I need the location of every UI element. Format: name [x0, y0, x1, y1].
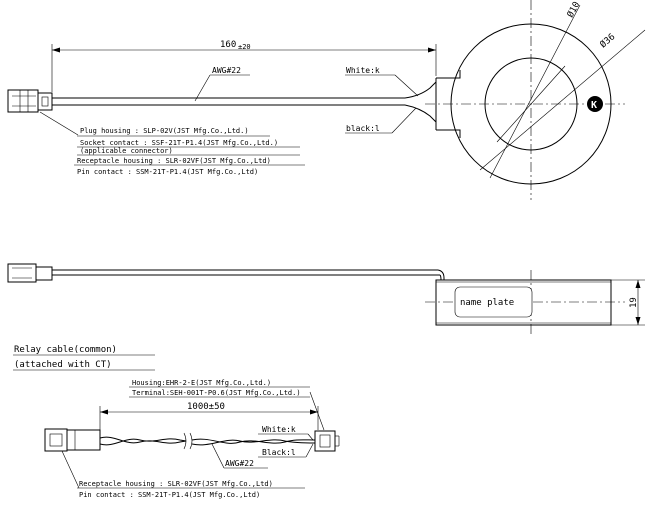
relay-title-line1: Relay cable(common): [14, 345, 117, 355]
applicable-connector-note: (applicable connector): [80, 147, 173, 155]
relay-left-connector: [44, 428, 101, 452]
top-cable: [52, 81, 437, 123]
plug-housing-note: Plug housing : SLP-02V(JST Mfg.Co.,Ltd.): [80, 127, 249, 135]
relay-black-label: Black:l: [262, 448, 296, 457]
ct-side-body: name plate: [425, 270, 625, 336]
relay-white-label: White:k: [262, 425, 296, 434]
side-connector: [7, 263, 53, 283]
relay-cable: Relay cable(common) (attached with CT) H…: [13, 345, 340, 499]
relay-right-connector: [314, 430, 340, 452]
relay-receptacle-note: Receptacle housing : SLR-02VF(JST Mfg.Co…: [79, 480, 273, 488]
relay-terminal-note: Terminal:SEH-001T-P0.6(JST Mfg.Co.,Ltd.): [132, 389, 301, 397]
k-mark: K: [591, 100, 597, 111]
top-black-label: black:l: [346, 124, 380, 133]
relay-awg-label: AWG#22: [225, 459, 254, 468]
relay-length-label: 1000±50: [187, 402, 225, 412]
relay-pin-note: Pin contact : SSM-21T-P1.4(JST Mfg.Co.,L…: [79, 491, 260, 499]
side-view: name plate 19: [7, 263, 645, 336]
diameter-dims: Ø10 Ø36: [479, 0, 646, 179]
ct-ring: K: [425, 0, 625, 200]
top-notes: Plug housing : SLP-02V(JST Mfg.Co.,Ltd.)…: [39, 111, 305, 176]
top-awg-label: AWG#22: [212, 66, 241, 75]
top-white-label: White:k: [346, 66, 380, 75]
length-dim-label: 160: [220, 40, 236, 50]
relay-title-line2: (attached with CT): [14, 360, 112, 370]
top-connector: [7, 89, 53, 113]
wire-color-labels: White:k black:l: [345, 66, 419, 134]
top-awg: AWG#22: [194, 66, 250, 102]
relay-twisted-cable: [99, 432, 316, 450]
cable-length-dim: 160 ±20: [51, 40, 437, 92]
inner-diameter-label: Ø10: [565, 0, 582, 19]
pin-contact-note: Pin contact : SSM-21T-P1.4(JST Mfg.Co.,L…: [77, 168, 258, 176]
thickness-dim-label: 19: [629, 297, 639, 308]
relay-housing-note: Housing:EHR-2-E(JST Mfg.Co.,Ltd.): [132, 379, 271, 387]
length-dim-tolerance: ±20: [238, 43, 251, 51]
thickness-dim: 19: [611, 279, 645, 326]
top-view: K Ø10 Ø36 160 ±20 AWG#22: [7, 0, 646, 200]
socket-contact-note: Socket contact : SSF-21T-P1.4(JST Mfg.Co…: [80, 139, 278, 147]
name-plate-label: name plate: [460, 298, 514, 308]
receptacle-housing-note: Receptacle housing : SLR-02VF(JST Mfg.Co…: [77, 157, 271, 165]
outer-diameter-label: Ø36: [598, 31, 618, 50]
